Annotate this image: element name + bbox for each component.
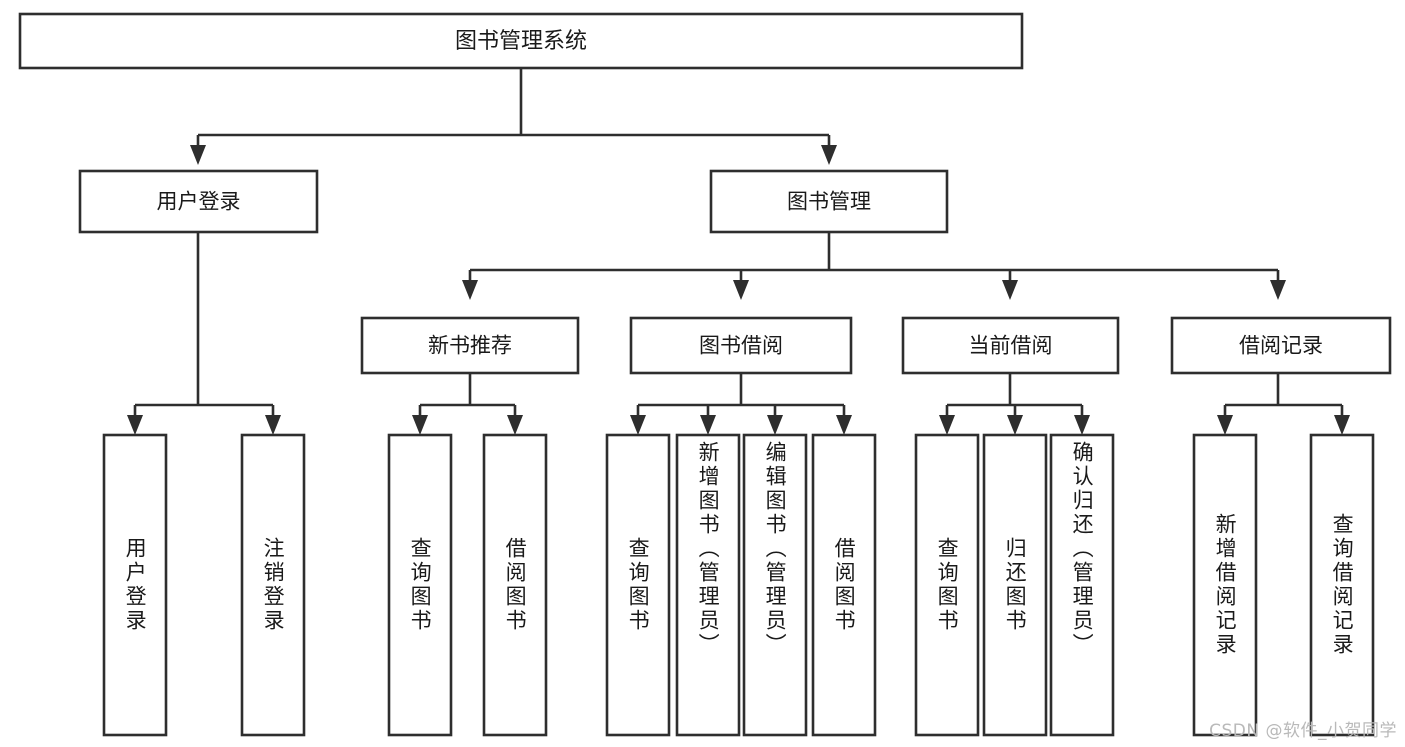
node-book-manage-box[interactable]: [709, 169, 949, 234]
edge-borrow-record-to-leaves: [1225, 373, 1342, 407]
arrow-head: [1217, 415, 1233, 435]
arrow-head: [1270, 280, 1286, 300]
node-leaf-logout-box[interactable]: [240, 433, 306, 737]
node-book-manage-label: 图书管理: [787, 190, 871, 214]
edge-root-to-level2: [198, 68, 829, 137]
arrow-head: [127, 415, 143, 435]
arrow-head: [836, 415, 852, 435]
node-leaf-return-book-box[interactable]: [982, 433, 1048, 737]
arrow-head: [190, 145, 206, 165]
arrow-head: [939, 415, 955, 435]
connector-layer: [127, 68, 1350, 435]
node-leaf-confirm-ret-box[interactable]: [1049, 433, 1115, 737]
root-node-图书管理系统-label: 图书管理系统: [455, 29, 587, 54]
node-current-borrow-label: 当前借阅: [969, 334, 1053, 358]
node-book-borrow-box[interactable]: [629, 316, 853, 375]
node-leaf-borrow-book-1-box[interactable]: [482, 433, 548, 737]
node-user-login-box[interactable]: [78, 169, 319, 234]
root-node-图书管理系统-box[interactable]: [18, 12, 1024, 70]
node-leaf-edit-book-box[interactable]: [742, 433, 808, 737]
arrow-head: [1074, 415, 1090, 435]
node-leaf-query-book-1-box[interactable]: [387, 433, 453, 737]
arrow-head: [1007, 415, 1023, 435]
arrow-head: [767, 415, 783, 435]
arrow-head: [265, 415, 281, 435]
edge-user-login-to-leaves: [135, 232, 273, 407]
arrow-head: [821, 145, 837, 165]
arrow-head: [462, 280, 478, 300]
edge-current-borrow-to-leaves: [947, 373, 1082, 407]
node-book-borrow-label: 图书借阅: [699, 334, 783, 358]
node-leaf-query-book-2-box[interactable]: [605, 433, 671, 737]
arrow-head: [630, 415, 646, 435]
node-leaf-query-record-box[interactable]: [1309, 433, 1375, 737]
node-current-borrow-box[interactable]: [901, 316, 1120, 375]
node-leaf-add-record-box[interactable]: [1192, 433, 1258, 737]
node-new-book-rec-label: 新书推荐: [428, 334, 512, 358]
edge-book-manage-to-level3: [470, 232, 1278, 272]
arrow-head: [507, 415, 523, 435]
edge-new-book-rec-to-leaves: [420, 373, 515, 407]
node-layer: [18, 12, 1392, 737]
arrow-head: [412, 415, 428, 435]
arrow-head: [1002, 280, 1018, 300]
node-borrow-record-box[interactable]: [1170, 316, 1392, 375]
node-borrow-record-label: 借阅记录: [1239, 334, 1323, 358]
node-user-login-label: 用户登录: [157, 190, 241, 214]
edge-book-borrow-to-leaves: [638, 373, 844, 407]
node-leaf-borrow-book-2-box[interactable]: [811, 433, 877, 737]
arrow-head: [733, 280, 749, 300]
node-leaf-query-book-3-box[interactable]: [914, 433, 980, 737]
csdn-watermark: CSDN @软件_小贺同学: [1209, 721, 1397, 741]
arrow-head: [1334, 415, 1350, 435]
node-leaf-add-book-box[interactable]: [675, 433, 741, 737]
arrow-head: [700, 415, 716, 435]
node-new-book-rec-box[interactable]: [360, 316, 580, 375]
node-leaf-user-login-box[interactable]: [102, 433, 168, 737]
